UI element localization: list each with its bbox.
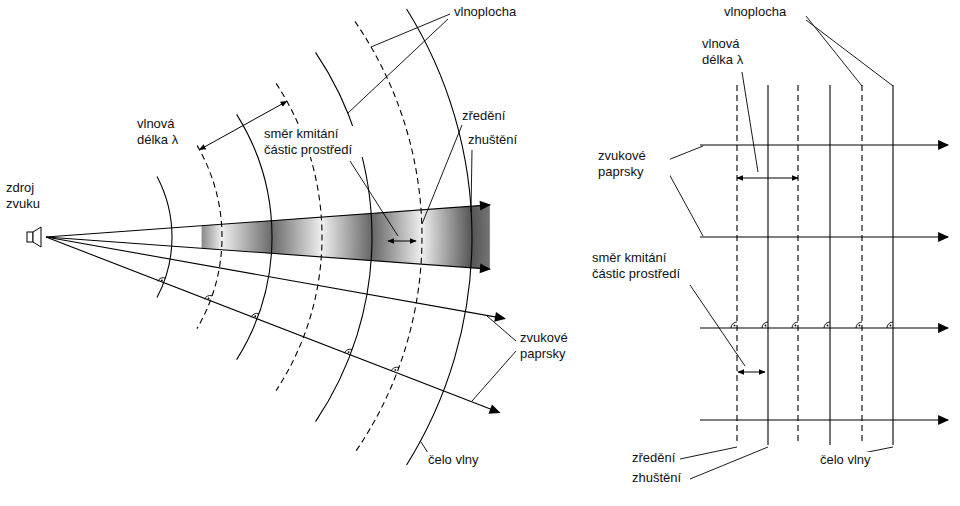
wave-plane [861,85,862,445]
right-angle-mark [251,313,259,317]
right-angle-mark [344,349,352,353]
right-angle-dot [827,325,829,327]
right-angle-dot [161,279,163,281]
right-angle-dot [348,351,350,353]
wavefront-arc [355,21,422,452]
right-angle-mark [158,278,166,282]
right-angle-dot [254,315,256,317]
right-angle-mark [887,322,893,328]
leader-line [742,72,758,172]
compression-wedge [202,205,490,269]
label: čelo vlny [426,452,481,468]
right-angle-dot [859,325,861,327]
label: zvukové paprsky [596,148,670,179]
sound-ray [46,237,499,413]
leader-line [668,172,703,236]
label: vlnoplocha [722,4,788,20]
leader-line [422,125,462,224]
right-angle-dot [795,325,797,327]
leader-line [472,351,516,401]
leader-line [471,150,472,212]
wave-plane [767,85,768,445]
sound-ray [46,237,490,269]
leader-line [668,146,703,160]
double-arrow [738,372,765,373]
leader-line [680,447,737,459]
double-arrow [388,241,416,242]
label: zdroj zvuku [4,180,52,211]
right-angle-dot [765,325,767,327]
right-angle-dot [890,325,892,327]
right-angle-mark [391,367,399,371]
right-angle-dot [734,325,736,327]
double-arrow [737,178,798,179]
speaker-cone [33,227,41,247]
leader-line [806,20,893,86]
label: čelo vlny [818,452,873,468]
wavefront-arc [157,176,172,297]
label: zhuštění [630,470,683,486]
right-angle-mark [731,322,737,328]
right-angle-mark [762,322,768,328]
leader-line [487,316,516,341]
right-angle-dot [394,369,396,371]
wavefront-arc [316,52,372,421]
wave-plane [797,85,798,445]
right-angle-mark [204,296,212,300]
label: směr kmitání částic prostředí [590,250,699,281]
speaker-body [27,232,33,242]
label: zvukové paprsky [518,330,592,361]
leader-line [690,447,768,479]
leader-line [348,19,448,113]
wavefront-arc [197,145,222,328]
right-angle-mark [856,322,862,328]
right-angle-mark [824,322,830,328]
leader-line [690,285,745,366]
sound-ray [46,237,505,319]
right-angle-mark [792,322,798,328]
wave-plane [892,85,893,445]
wave-plane [829,85,830,445]
leader-line [350,161,398,236]
leader-line [371,14,450,47]
label: zředění [630,450,677,466]
label: zředění [460,108,507,124]
label: vlnoplocha [452,4,518,20]
wavefront-arc [407,9,472,465]
right-angle-dot [208,297,210,299]
label: směr kmitání částic prostředí [262,126,371,157]
wave-plane [736,85,737,445]
label: zhuštění [466,132,519,148]
label: vlnová délka λ [700,36,762,67]
label: vlnová délka λ [135,116,197,147]
